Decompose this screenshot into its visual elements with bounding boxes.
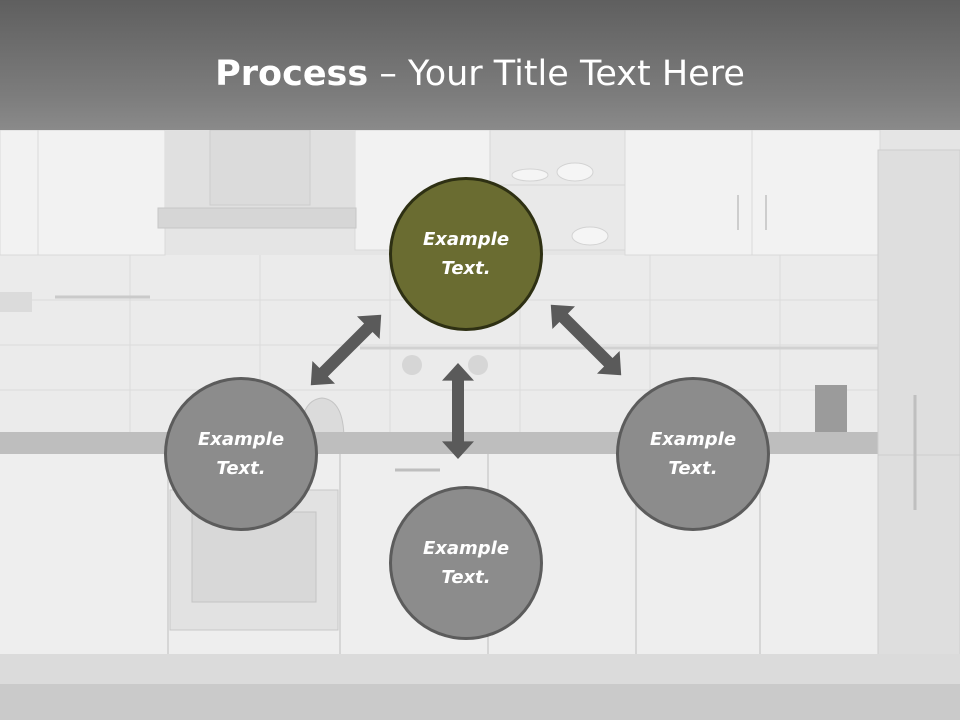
node-label-line2: Text. xyxy=(668,458,718,479)
title-bold-part: Process xyxy=(215,54,369,94)
double-arrow-icon-left xyxy=(299,303,393,397)
node-label-line1: Example xyxy=(649,429,737,450)
node-label-line1: Example xyxy=(422,229,510,250)
process-node-right: Example Text. xyxy=(616,377,770,531)
node-label-line2: Text. xyxy=(441,567,491,588)
process-node-bottom: Example Text. xyxy=(389,486,543,640)
node-label-line1: Example xyxy=(422,538,510,559)
node-label-line1: Example xyxy=(197,429,285,450)
node-label-line2: Text. xyxy=(216,458,266,479)
double-arrow-icon-center xyxy=(442,363,474,459)
node-label-line2: Text. xyxy=(441,258,491,279)
process-node-top: Example Text. xyxy=(389,177,543,331)
process-node-left: Example Text. xyxy=(164,377,318,531)
title-bar xyxy=(0,0,960,130)
double-arrow-icon-right xyxy=(539,293,633,387)
slide-title: Process – Your Title Text Here xyxy=(0,52,960,96)
title-rest-part: – Your Title Text Here xyxy=(368,54,745,94)
